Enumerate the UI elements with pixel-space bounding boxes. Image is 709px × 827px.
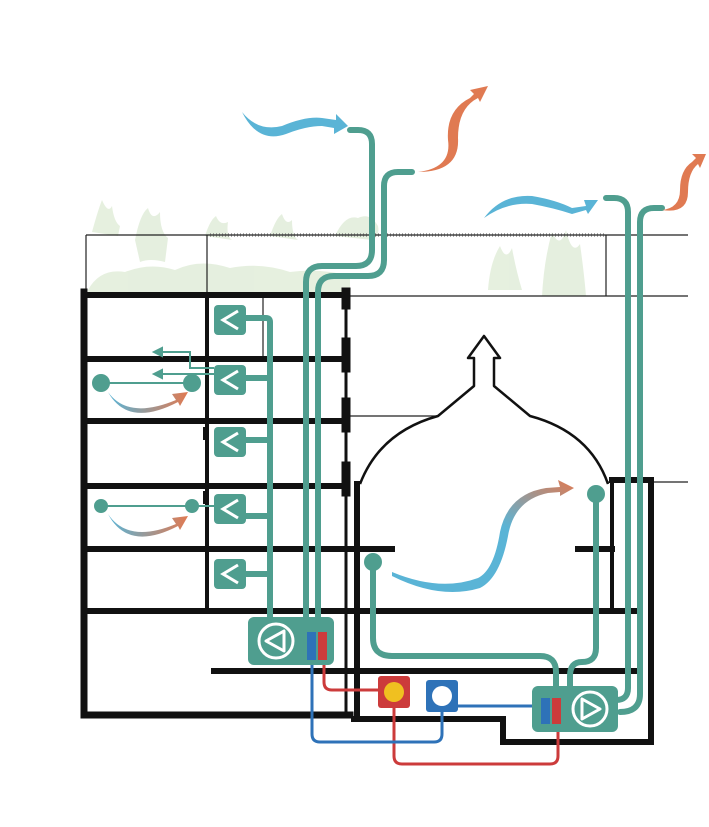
hot-coil (552, 698, 561, 724)
airflow-gradient-arrow-icon (108, 514, 188, 537)
exhaust-air-wave-icon (418, 86, 488, 172)
supply-diffuser-icon (214, 305, 246, 335)
heat-source-icon (378, 676, 410, 708)
supply-diffusers (214, 305, 246, 589)
air-handling-unit-right (532, 686, 618, 732)
fresh-air-wave-icon (484, 195, 598, 218)
dome-outline (358, 334, 610, 485)
airflow-gradient-arrow-icon (392, 480, 574, 592)
air-return-node-icon (94, 499, 108, 513)
airflow-gradient-arrow-icon (108, 392, 188, 413)
exhaust-air-wave-icon (662, 154, 706, 211)
supply-diffuser-icon (214, 427, 246, 457)
heating-cooling-pipes (310, 658, 560, 766)
air-return-nodes (92, 374, 605, 571)
fan-icon (571, 690, 609, 728)
air-return-node-icon (185, 499, 199, 513)
floor-air-distribution (101, 346, 214, 507)
airflow-gradient-arrows (108, 392, 574, 592)
air-handling-unit-left (248, 617, 334, 665)
cold-coil (307, 632, 316, 660)
air-return-node-icon (92, 374, 110, 392)
air-return-node-icon (587, 485, 605, 503)
cold-coil (541, 698, 550, 724)
energy-sources (378, 676, 458, 712)
roof-vegetation (88, 200, 586, 296)
fan-icon (257, 622, 295, 660)
supply-diffuser-icon (214, 559, 246, 589)
air-return-node-icon (183, 374, 201, 392)
hot-coil (318, 632, 327, 660)
supply-diffuser-icon (214, 365, 246, 395)
air-return-node-icon (364, 553, 382, 571)
cold-source-icon (426, 680, 458, 712)
ductwork (241, 127, 665, 715)
supply-diffuser-icon (214, 494, 246, 524)
fresh-air-wave-icon (242, 112, 348, 137)
outdoor-air-flows (242, 86, 706, 218)
building-structure (80, 287, 654, 745)
